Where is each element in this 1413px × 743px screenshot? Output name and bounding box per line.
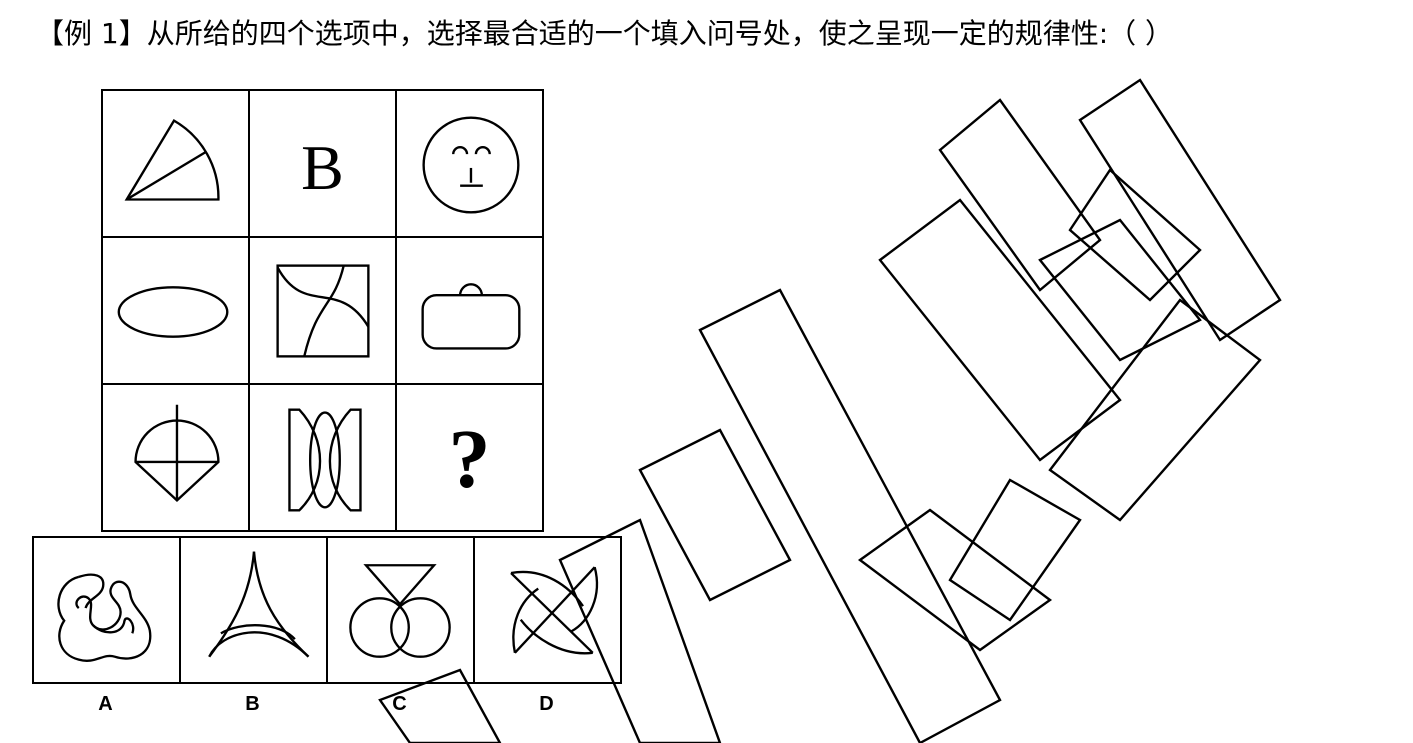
option-label-c: C — [392, 693, 407, 715]
bag-figure — [421, 283, 521, 350]
answer-options — [32, 536, 622, 684]
brackets-ellipse-figure — [288, 408, 362, 512]
option-label-b: B — [245, 693, 260, 715]
face-figure — [422, 116, 520, 214]
cell-cross-circle — [101, 383, 250, 532]
option-c-figure — [349, 564, 451, 658]
question-mark: ? — [448, 413, 491, 506]
sector-triangle-figure — [124, 118, 220, 201]
option-label-d: D — [539, 693, 554, 715]
option-c[interactable] — [326, 536, 475, 684]
cell-face — [395, 89, 544, 238]
option-label-a: A — [98, 693, 113, 715]
cell-brackets-ellipse — [248, 383, 397, 532]
ellipse-figure — [117, 286, 229, 338]
cell-question-mark: ? — [395, 383, 544, 532]
option-b[interactable] — [179, 536, 328, 684]
option-b-figure — [208, 551, 310, 658]
option-labels: A B C D — [32, 690, 620, 718]
option-d[interactable] — [473, 536, 622, 684]
cell-bag — [395, 236, 544, 385]
puzzle-grid: B — [101, 89, 544, 532]
option-d-figure — [510, 566, 599, 655]
square-curves-figure — [276, 264, 370, 358]
option-a-figure — [57, 573, 152, 662]
letter-b-figure: B — [301, 131, 344, 203]
cell-square-curves — [248, 236, 397, 385]
cell-ellipse — [101, 236, 250, 385]
question-text: 【例 1】从所给的四个选项中，选择最合适的一个填入问号处，使之呈现一定的规律性:… — [36, 17, 1174, 50]
cell-letter-b: B — [248, 89, 397, 238]
option-a[interactable] — [32, 536, 181, 684]
cell-sector-triangle — [101, 89, 250, 238]
cross-circle-figure — [134, 404, 220, 503]
